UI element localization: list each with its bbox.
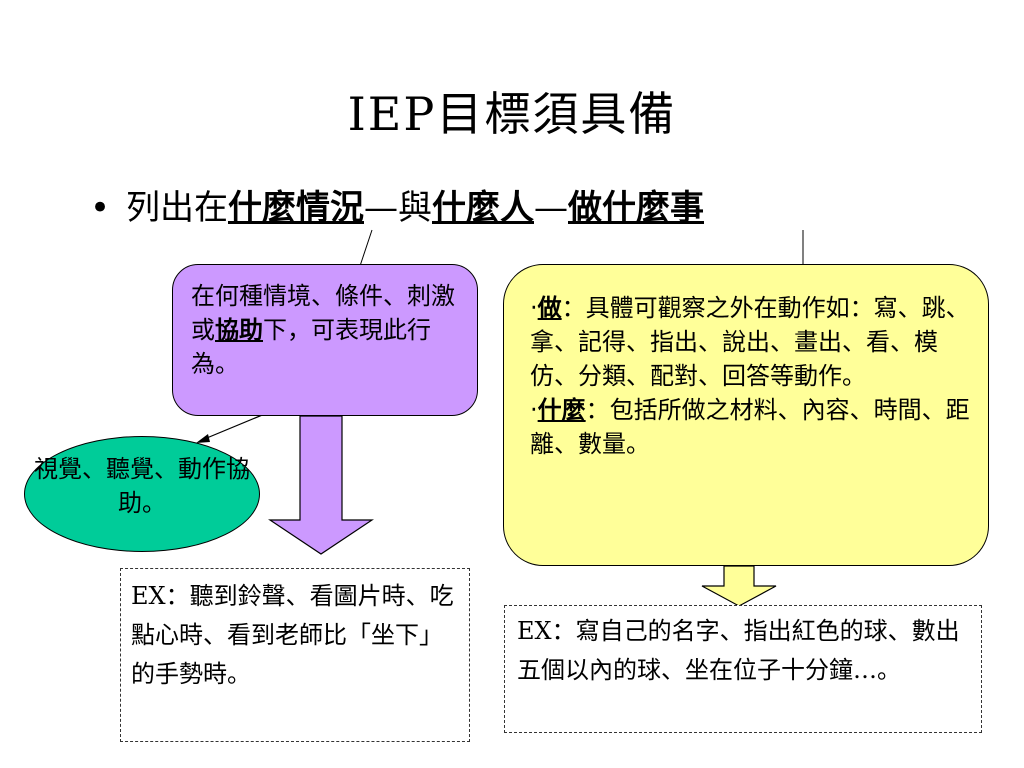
assist-oval-text: 視覺、聽覺、動作協助。 [34,455,250,517]
what-label: 什麼 [537,395,586,424]
condition-box: 在何種情境、條件、刺激或協助下，可表現此行為。 [172,264,478,416]
term-action: 做什麼事 [568,188,704,228]
what-bullet: ‧ [530,396,538,424]
purple-down-arrow [268,415,374,555]
assist-arrowhead [196,434,210,443]
bullet-dot: • [90,188,111,228]
do-paragraph: ‧做：具體可觀察之外在動作如：寫、跳、拿、記得、指出、說出、畫出、看、模仿、分類… [530,291,974,393]
condition-text-before: 在何種情境、條件、刺激或 [191,282,455,344]
do-text: ：具體可觀察之外在動作如：寫、跳、拿、記得、指出、說出、畫出、看、模仿、分類、配… [530,294,970,390]
what-paragraph: ‧什麼：包括所做之材料、內容、時間、距離、數量。 [530,393,974,461]
term-situation: 什麼情況 [228,188,364,228]
example-condition-box: EX：聽到鈴聲、看圖片時、吃點心時、看到老師比「坐下」的手勢時。 [120,568,470,742]
assist-oval [24,436,260,552]
main-bullet: • 列出在什麼情況—與什麼人—做什麼事 [90,180,704,229]
term-person: 什麼人 [432,188,534,228]
what-text: ：包括所做之材料、內容、時間、距離、數量。 [530,396,970,458]
connector-condition [359,229,373,267]
separator-1: —與 [364,188,432,228]
action-box: ‧做：具體可觀察之外在動作如：寫、跳、拿、記得、指出、說出、畫出、看、模仿、分類… [503,264,989,566]
example-action-box: EX：寫自己的名字、指出紅色的球、數出五個以內的球、坐在位子十分鐘…。 [504,605,982,733]
condition-emphasis: 協助 [215,315,263,344]
separator-2: — [534,188,568,228]
do-label: 做 [537,293,562,322]
condition-text-after: 下，可表現此行為。 [191,316,431,378]
slide-title: IEP目標須具備 [347,87,677,141]
do-bullet: ‧ [530,294,538,322]
bullet-prefix: 列出在 [126,188,228,228]
yellow-down-arrow [701,565,777,607]
